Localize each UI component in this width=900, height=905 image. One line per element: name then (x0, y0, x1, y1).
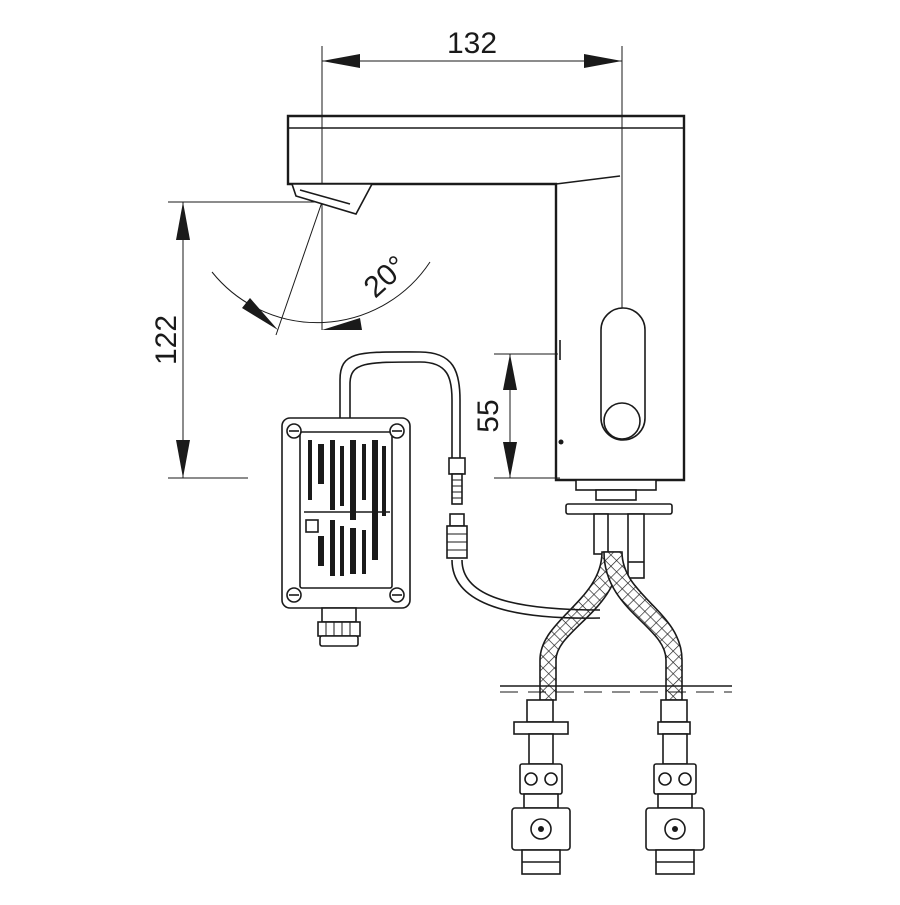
height-label: 122 (150, 315, 183, 365)
spray-angle-label: 20° (358, 249, 414, 304)
width-label: 132 (447, 27, 497, 60)
faucet-body (286, 114, 686, 482)
cable-gland (317, 607, 361, 647)
sensor-cable (339, 351, 601, 619)
valve-right (645, 699, 705, 875)
sensor-height-dimension: 55 (472, 353, 560, 479)
cable-connector-top (448, 457, 466, 505)
sensor-eye (603, 402, 641, 440)
faucet-base (565, 479, 673, 579)
height-dimension: 122 (150, 201, 320, 479)
countertop-line (500, 685, 732, 693)
sensor-height-label: 55 (472, 399, 505, 432)
control-box (281, 417, 411, 609)
mounting-stud (627, 513, 645, 579)
hose-left (539, 551, 621, 701)
valve-left (511, 699, 571, 875)
spray-angle-dimension: 20° (211, 201, 431, 336)
cable-connector-bottom (446, 513, 468, 559)
braided-hoses (539, 551, 683, 701)
width-dimension: 132 (321, 27, 623, 440)
mounting-washer (565, 503, 673, 515)
control-box-label-plate (299, 431, 393, 589)
